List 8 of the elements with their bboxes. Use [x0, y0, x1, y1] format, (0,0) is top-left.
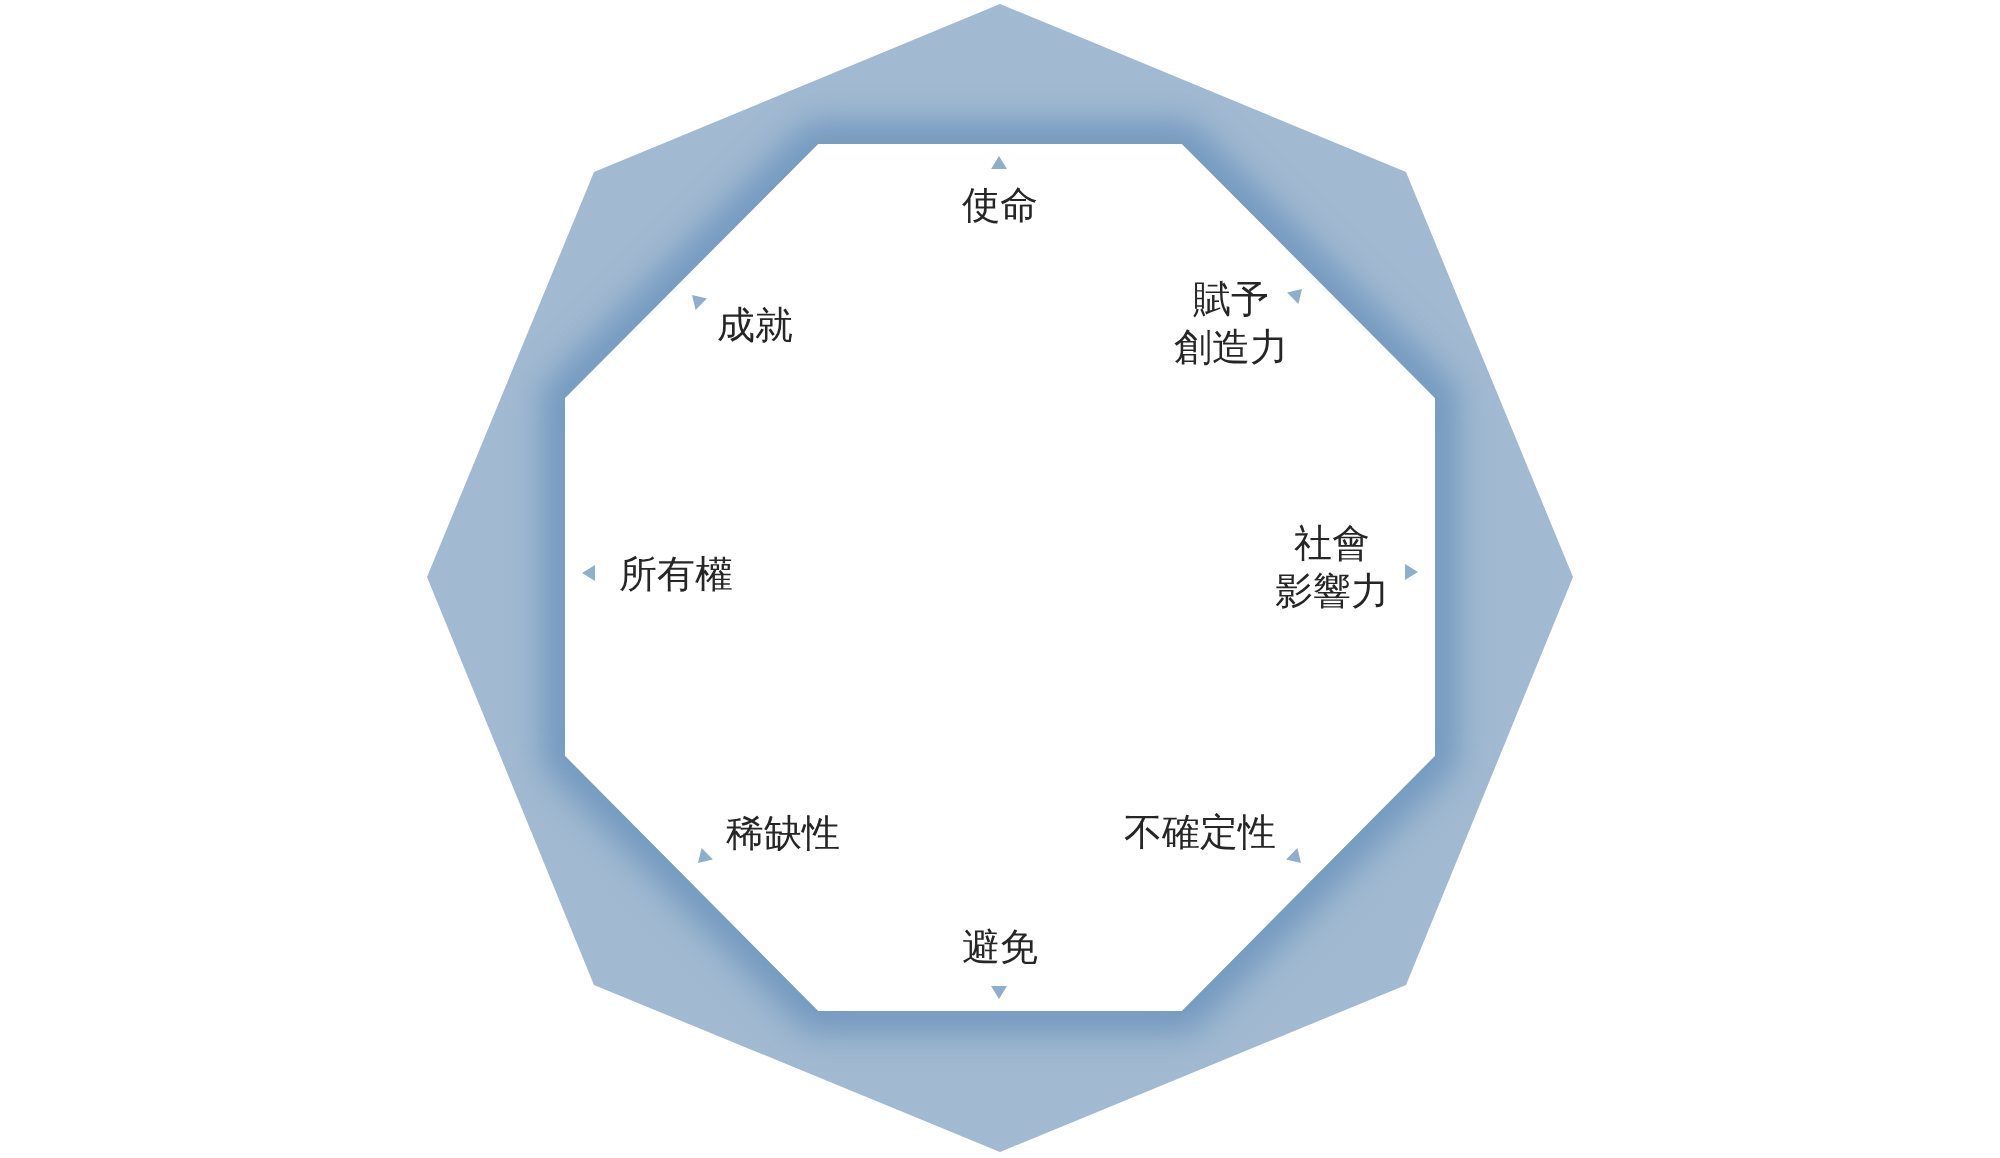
label-text: 不確定性 — [1124, 809, 1276, 856]
label-text: 使命 — [962, 182, 1038, 229]
label-text: 稀缺性 — [726, 810, 840, 857]
label-text: 賦予創造力 — [1174, 276, 1288, 371]
label-text: 避免 — [962, 924, 1038, 971]
label-text: 社會影響力 — [1275, 520, 1389, 615]
label-text: 成就 — [717, 302, 793, 349]
label-text: 所有權 — [619, 551, 733, 598]
